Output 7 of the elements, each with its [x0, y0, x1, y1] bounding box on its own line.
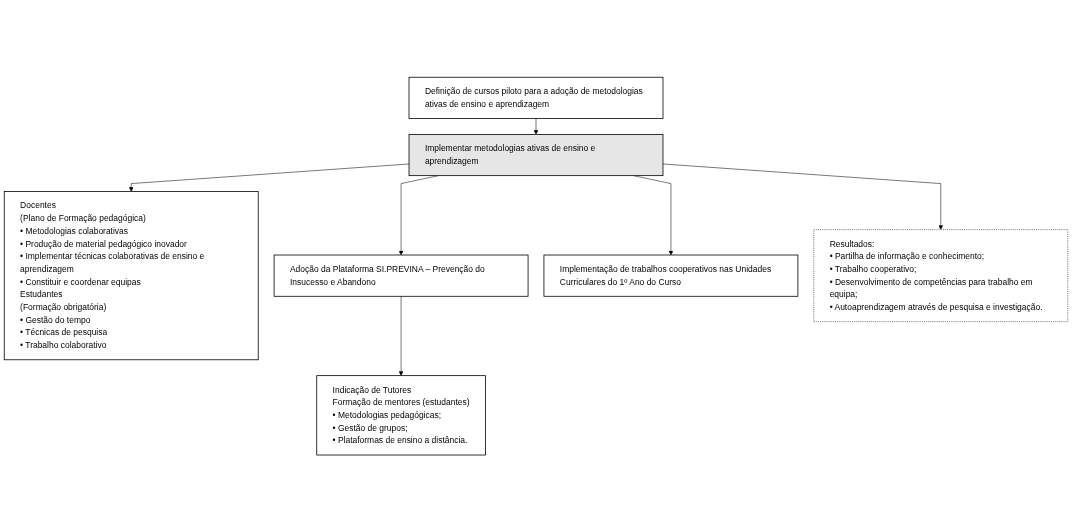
node-box: Implementação de trabalhos cooperativos nas Unidades Curriculares do 1º Ano do Curso	[543, 254, 799, 297]
node-box: Definição de cursos piloto para a adoção de metodologias ativas de ensino e aprendizagem	[408, 76, 664, 119]
node-box: Docentes (Plano de Formação pedagógica) • Metodologias colaborativas • Produção de material pedagógico inovador • Implementar técnicas colaborativas de ensino e aprendizagem • Constituir e coordenar equipas Estudantes (Formação obrigatória) • Gestão do tempo • Técnicas de pesquisa • Trabalho colaborativo	[3, 191, 259, 361]
node-box: Indicação de Tutores Formação de mentores (estudantes) • Metodologias pedagógicas; • Gestão de grupos; • Plataformas de ensino a distância.	[316, 375, 486, 456]
node-box: Resultados: • Partilha de informação e conhecimento; • Trabalho cooperativo; • Desenvolvimento de competências para trabalho em equipa; • Autoaprendizagem através de pesquisa e investigação.	[813, 229, 1069, 322]
node-box: Adoção da Plataforma SI.PREVINA – Prevenção do Insucesso e Abandono	[273, 254, 529, 297]
node-box: Implementar metodologias ativas de ensino e aprendizagem	[408, 133, 664, 176]
